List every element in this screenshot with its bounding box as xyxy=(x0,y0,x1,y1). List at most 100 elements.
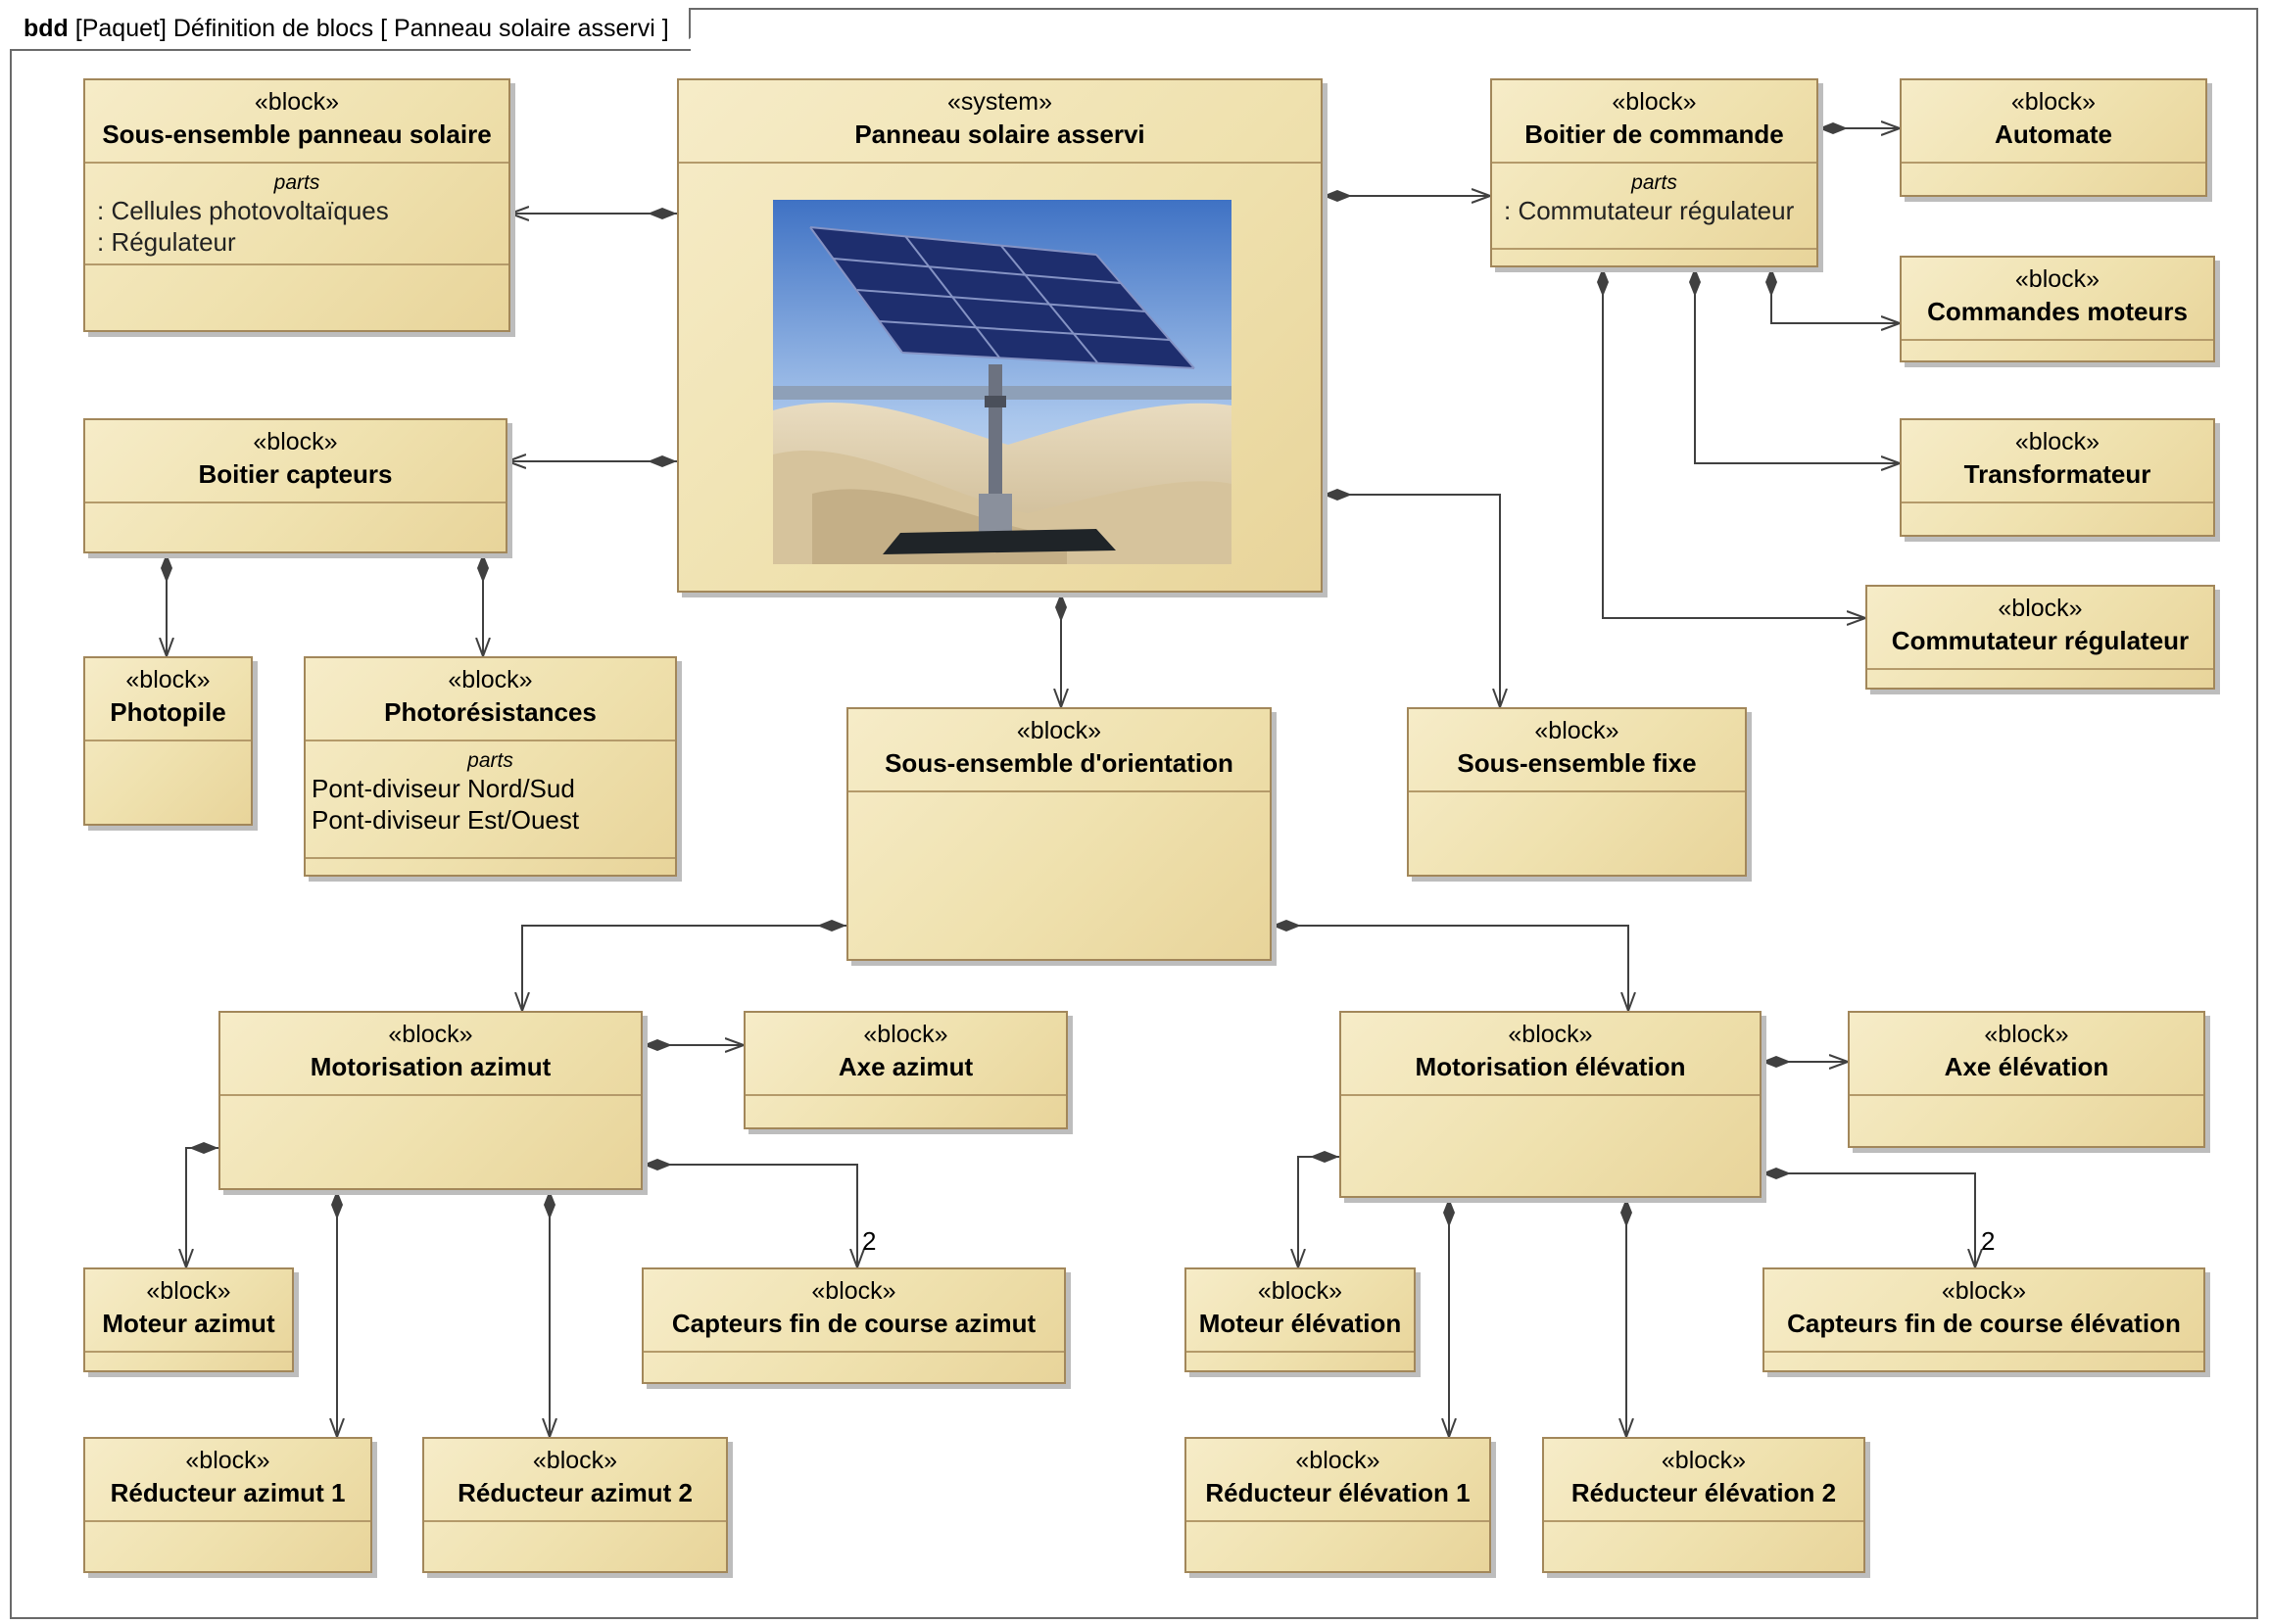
block-name: Photorésistances xyxy=(384,697,597,727)
block-axe-elevation[interactable]: «block» Axe élévation xyxy=(1848,1011,2205,1148)
block-name: Axe azimut xyxy=(838,1052,974,1081)
block-stereotype: «block» xyxy=(253,428,338,455)
block-stereotype: «block» xyxy=(1257,1277,1343,1305)
link-elevation-capteurs xyxy=(1762,1173,1975,1267)
block-name: Moteur azimut xyxy=(102,1309,275,1338)
block-header: «block» Axe élévation xyxy=(1850,1013,2203,1096)
link-azimut-capteurs xyxy=(643,1165,857,1267)
block-photoresistances[interactable]: «block» Photorésistances parts Pont-divi… xyxy=(304,656,677,877)
block-motorisation-azimut[interactable]: «block» Motorisation azimut xyxy=(218,1011,643,1190)
multiplicity-capteurs-elevation: 2 xyxy=(1981,1226,1996,1256)
link-commande-commandes-moteurs xyxy=(1771,267,1900,323)
parts-label: parts xyxy=(273,171,320,194)
block-header: «block» Boitier de commande xyxy=(1492,80,1816,164)
block-reducteur-elevation-1[interactable]: «block» Réducteur élévation 1 xyxy=(1184,1437,1491,1573)
block-automate[interactable]: «block» Automate xyxy=(1900,78,2207,197)
block-reducteur-elevation-2[interactable]: «block» Réducteur élévation 2 xyxy=(1542,1437,1865,1573)
block-axe-azimut[interactable]: «block» Axe azimut xyxy=(744,1011,1068,1129)
block-header: «block» Commandes moteurs xyxy=(1902,258,2213,341)
diagram-frame xyxy=(10,8,2258,1619)
parts-label: parts xyxy=(1631,171,1677,194)
block-stereotype: «block» xyxy=(146,1277,231,1305)
parts-compartment: parts Pont-diviseur Nord/Sud Pont-divise… xyxy=(306,741,675,859)
block-header: «block» Sous-ensemble panneau solaire xyxy=(85,80,508,164)
block-sous-ensemble-panneau-solaire[interactable]: «block» Sous-ensemble panneau solaire pa… xyxy=(83,78,510,332)
block-stereotype: «block» xyxy=(388,1021,473,1048)
block-header: «block» Moteur azimut xyxy=(85,1269,292,1353)
block-name: Capteurs fin de course élévation xyxy=(1787,1309,2181,1338)
block-header: «block» Commutateur régulateur xyxy=(1867,587,2213,670)
block-name: Réducteur azimut 2 xyxy=(458,1478,693,1507)
block-header: «block» Sous-ensemble fixe xyxy=(1409,709,1745,792)
link-commande-commutateur xyxy=(1603,267,1865,618)
block-reducteur-azimut-2[interactable]: «block» Réducteur azimut 2 xyxy=(422,1437,728,1573)
block-stereotype: «block» xyxy=(2014,265,2100,293)
block-sous-ensemble-fixe[interactable]: «block» Sous-ensemble fixe xyxy=(1407,707,1747,877)
diagram-kind: bdd xyxy=(24,15,69,42)
block-header: «block» Réducteur azimut 1 xyxy=(85,1439,370,1522)
block-header: «block» Réducteur élévation 2 xyxy=(1544,1439,1863,1522)
block-stereotype: «block» xyxy=(1534,717,1619,744)
part-item: : Cellules photovoltaïques xyxy=(97,196,389,225)
diagram-title: [Paquet] Définition de blocs [ Panneau s… xyxy=(74,15,669,42)
link-orientation-motorisation-azimut xyxy=(522,926,846,1011)
block-commandes-moteurs[interactable]: «block» Commandes moteurs xyxy=(1900,256,2215,362)
frame-tab-corner xyxy=(689,8,691,40)
block-stereotype: «block» xyxy=(1661,1447,1747,1474)
block-name: Panneau solaire asservi xyxy=(854,119,1145,149)
block-header: «block» Motorisation azimut xyxy=(220,1013,641,1096)
block-commutateur-regulateur[interactable]: «block» Commutateur régulateur xyxy=(1865,585,2215,690)
block-header: «block» Moteur élévation xyxy=(1186,1269,1414,1353)
block-header: «block» Automate xyxy=(1902,80,2205,164)
block-header: «block» Axe azimut xyxy=(746,1013,1066,1096)
part-item: Pont-diviseur Est/Ouest xyxy=(312,805,580,835)
block-stereotype: «block» xyxy=(863,1021,948,1048)
block-header: «block» Photorésistances xyxy=(306,658,675,741)
block-name: Boitier capteurs xyxy=(198,459,393,489)
link-system-fixe xyxy=(1323,495,1500,707)
block-stereotype: «block» xyxy=(1984,1021,2069,1048)
link-commande-transformateur xyxy=(1695,267,1900,463)
parts-compartment: parts : Cellules photovoltaïques : Régul… xyxy=(85,164,508,265)
block-name: Automate xyxy=(1995,119,2112,149)
block-moteur-elevation[interactable]: «block» Moteur élévation xyxy=(1184,1267,1416,1372)
block-capteurs-fin-course-azimut[interactable]: «block» Capteurs fin de course azimut xyxy=(642,1267,1066,1384)
block-name: Photopile xyxy=(110,697,226,727)
part-item: Pont-diviseur Nord/Sud xyxy=(312,774,575,803)
block-name: Motorisation élévation xyxy=(1415,1052,1686,1081)
block-stereotype: «block» xyxy=(448,666,533,693)
diagram-frame-title: bdd [Paquet] Définition de blocs [ Panne… xyxy=(10,8,691,51)
block-stereotype: «block» xyxy=(2010,88,2097,116)
block-boitier-capteurs[interactable]: «block» Boitier capteurs xyxy=(83,418,507,553)
block-moteur-azimut[interactable]: «block» Moteur azimut xyxy=(83,1267,294,1372)
block-photopile[interactable]: «block» Photopile xyxy=(83,656,253,826)
block-stereotype: «block» xyxy=(1508,1021,1593,1048)
block-header: «block» Photopile xyxy=(85,658,251,741)
block-header: «block» Capteurs fin de course élévation xyxy=(1764,1269,2203,1353)
block-capteurs-fin-course-elevation[interactable]: «block» Capteurs fin de course élévation xyxy=(1762,1267,2205,1372)
block-stereotype: «block» xyxy=(532,1447,618,1474)
block-boitier-de-commande[interactable]: «block» Boitier de commande parts : Comm… xyxy=(1490,78,1818,267)
block-name: Sous-ensemble d'orientation xyxy=(885,748,1233,778)
block-transformateur[interactable]: «block» Transformateur xyxy=(1900,418,2215,537)
block-stereotype: «block» xyxy=(1612,88,1697,116)
block-stereotype: «block» xyxy=(811,1277,896,1305)
block-name: Motorisation azimut xyxy=(310,1052,552,1081)
block-header: «block» Sous-ensemble d'orientation xyxy=(848,709,1270,792)
block-stereotype: «block» xyxy=(125,666,211,693)
block-reducteur-azimut-1[interactable]: «block» Réducteur azimut 1 xyxy=(83,1437,372,1573)
block-sous-ensemble-orientation[interactable]: «block» Sous-ensemble d'orientation xyxy=(846,707,1272,961)
block-stereotype: «block» xyxy=(254,88,340,116)
block-name: Réducteur azimut 1 xyxy=(110,1478,346,1507)
block-name: Transformateur xyxy=(1963,459,2151,489)
block-panneau-solaire-asservi[interactable]: «system» Panneau solaire asservi xyxy=(677,78,1323,593)
block-stereotype: «system» xyxy=(947,88,1052,116)
block-name: Commandes moteurs xyxy=(1927,297,2188,326)
block-name: Sous-ensemble fixe xyxy=(1457,748,1697,778)
block-header: «block» Réducteur élévation 1 xyxy=(1186,1439,1489,1522)
block-stereotype: «block» xyxy=(1295,1447,1380,1474)
block-name: Sous-ensemble panneau solaire xyxy=(102,119,492,149)
link-orientation-motorisation-elevation xyxy=(1272,926,1628,1011)
block-motorisation-elevation[interactable]: «block» Motorisation élévation xyxy=(1339,1011,1762,1198)
